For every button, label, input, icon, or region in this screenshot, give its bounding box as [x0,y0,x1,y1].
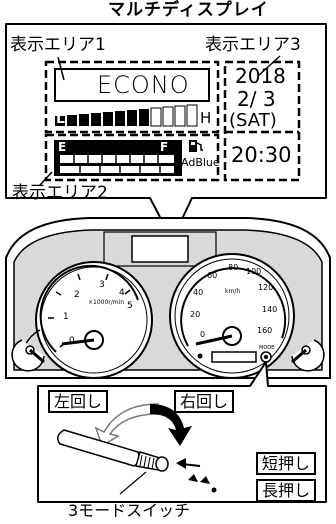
speed-tick-60: 60 [207,271,218,280]
speed-tick-160: 160 [257,326,273,335]
area3-label: 表示エリア3 [205,35,301,55]
tachometer [21,261,153,379]
tach-tick-3: 3 [99,280,105,290]
tach-unit: ×1000r/min [88,299,125,306]
eco-high-label: H [200,109,212,127]
area1-label: 表示エリア1 [10,35,106,55]
eco-bar-graph [55,104,198,127]
tach-tick-5: 5 [127,301,133,311]
tach-tick-0: 0 [69,336,75,346]
date-year: 2018 [235,64,286,88]
speedometer [169,253,295,379]
fuel-gauge-icon [11,339,45,372]
left-turn-label: 左回し [48,390,109,413]
right-turn-label: 右回し [174,390,235,413]
speed-tick-120: 120 [258,283,274,292]
short-press-label: 短押し [256,452,317,475]
date-weekday: (SAT) [229,110,277,131]
fuel-pump-icon [189,140,203,152]
clock-time: 20:30 [231,143,292,167]
switch-name-label: 3モードスイッチ [68,501,191,520]
temperature-gauge-icon [291,339,325,372]
diagram-title: マルチディスプレイ [108,0,269,20]
date-month-day: 2/ 3 [237,87,276,111]
speed-tick-40: 40 [193,288,204,297]
tach-tick-4: 4 [119,288,125,298]
adblue-label: AdBlue [181,156,220,169]
tach-tick-1: 1 [63,312,69,322]
speed-tick-100: 100 [246,267,262,276]
speed-tick-20: 20 [190,310,201,319]
fuel-empty-label: E [58,140,67,154]
eco-low-label: L [56,111,65,127]
fuel-full-label: F [160,140,169,154]
tach-tick-2: 2 [74,290,80,300]
speed-tick-0: 0 [200,330,206,339]
speed-tick-80: 80 [228,263,239,272]
speed-tick-140: 140 [262,305,278,314]
speed-unit: km/h [225,288,241,295]
long-press-label: 長押し [256,479,317,502]
mode-label: MODE [259,345,275,351]
display-mode-text: ECONO [97,71,190,99]
area2-label: 表示エリア2 [12,183,108,203]
